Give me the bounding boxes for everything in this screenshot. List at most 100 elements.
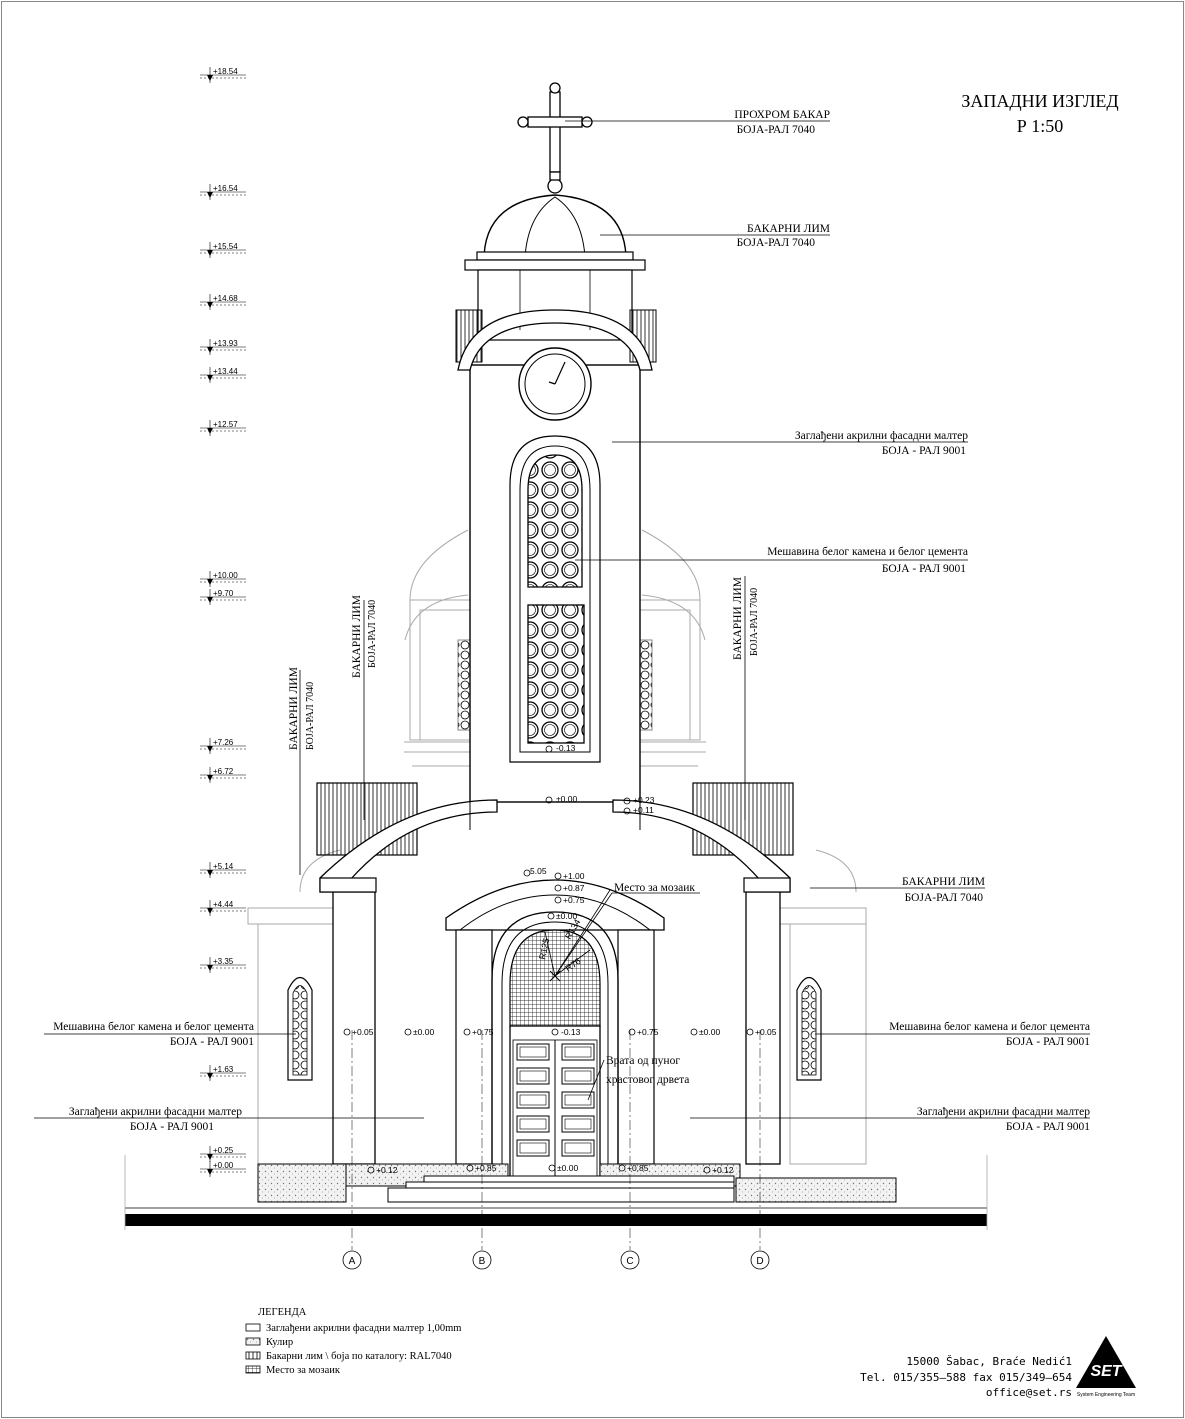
logo-text: SET <box>1090 1363 1122 1380</box>
axis-label: B <box>479 1256 486 1267</box>
company-email: office@set.rs <box>986 1386 1072 1399</box>
side-window-right <box>796 976 822 1081</box>
level-marker: +0.25 <box>200 1146 246 1162</box>
callout-door-2: храстовог дрвета <box>606 1074 689 1086</box>
level-marker: +16.54 <box>200 184 246 200</box>
door-panel <box>516 1067 550 1085</box>
level-marker: +13.44 <box>200 367 246 383</box>
level-value: +7.26 <box>213 738 234 747</box>
level-row-g: +0.05 <box>755 1027 777 1037</box>
door-panel <box>561 1091 595 1109</box>
level-value: +3.35 <box>213 957 234 966</box>
level-value: +16.54 <box>213 184 238 193</box>
level-base-a: +0.12 <box>376 1165 398 1175</box>
mosaic-tympanum <box>509 929 601 1027</box>
callout-right-plaster-2: БОЈА - РАЛ 9001 <box>1006 1121 1090 1133</box>
level-marker: +14.68 <box>200 294 246 310</box>
drawing-title: ЗАПАДНИ ИЗГЛЕД <box>961 91 1118 111</box>
level-value: +12.57 <box>213 420 238 429</box>
level-marker: +9.70 <box>200 589 246 605</box>
level-value: +6.72 <box>213 767 234 776</box>
level-row-c: +0.75 <box>472 1027 494 1037</box>
level-row-f: ±0.00 <box>699 1027 720 1037</box>
legend-swatch-kulir <box>245 1337 261 1346</box>
callout-tower-stone-2: БОЈА - РАЛ 9001 <box>882 563 966 575</box>
callout-roof-right-2: БОЈА-РАЛ 7040 <box>905 892 984 904</box>
level-marker: +3.35 <box>200 957 246 973</box>
door-panel-inner <box>519 1094 547 1106</box>
door-panels <box>516 1043 595 1157</box>
level-p000: ±0.00 <box>556 911 577 921</box>
legend-item-plaster: Заглађени акрилни фасадни малтер 1,00mm <box>266 1323 461 1334</box>
callout-texts: ПРОХРОМ БАКАР БОЈА-РАЛ 7040 БАКАРНИ ЛИМ … <box>53 109 1090 1133</box>
callout-dome-1: БАКАРНИ ЛИМ <box>747 223 830 235</box>
drawing-scale: Р 1:50 <box>1017 116 1064 136</box>
company-address: 15000 Šabac, Braće Nedić1 <box>906 1355 1072 1368</box>
callout-vertical-right-b: БОЈА-РАЛ 7040 <box>749 588 760 656</box>
door-panel-inner <box>564 1094 592 1106</box>
level-base-e: +0.12 <box>712 1165 734 1175</box>
door-panel <box>516 1091 550 1109</box>
level-value: +0.00 <box>213 1161 234 1170</box>
dome <box>483 194 627 258</box>
level-value: +4.44 <box>213 900 234 909</box>
legend-item-copper: Бакарни лим \ боја по каталогу: RAL7040 <box>266 1351 452 1362</box>
door-panel <box>561 1043 595 1061</box>
callout-vertical-left2-a: БАКАРНИ ЛИМ <box>351 595 363 678</box>
side-window-left <box>287 976 313 1081</box>
callout-vertical-right-a: БАКАРНИ ЛИМ <box>732 577 744 660</box>
level-value: +13.93 <box>213 339 238 348</box>
level-r011: +0.11 <box>633 805 654 815</box>
callout-tower-plaster-2: БОЈА - РАЛ 9001 <box>882 445 966 457</box>
axis-C: C <box>620 1030 640 1270</box>
company-logo: SET System Engineering Team <box>1076 1336 1136 1398</box>
callout-right-stone-1: Мешавина белог камена и белог цемента <box>889 1021 1090 1033</box>
level-row-b: ±0.00 <box>413 1027 434 1037</box>
level-marker: +5.14 <box>200 862 246 878</box>
door-panel-inner <box>519 1142 547 1154</box>
level-row-a: +0.05 <box>352 1027 374 1037</box>
callout-tower-plaster-1: Заглађени акрилни фасадни малтер <box>795 430 968 442</box>
level-p075: +0.75 <box>563 895 585 905</box>
door-panel-inner <box>519 1070 547 1082</box>
level-r023: +0.23 <box>633 795 655 805</box>
level-row-e: +0.75 <box>637 1027 659 1037</box>
door-panel-inner <box>564 1046 592 1058</box>
level-marker: +6.72 <box>200 767 246 783</box>
callout-right-plaster-1: Заглађени акрилни фасадни малтер <box>917 1106 1090 1118</box>
level-p505: 5.05 <box>530 866 547 876</box>
callout-vertical-left1-a: БАКАРНИ ЛИМ <box>288 667 300 750</box>
tower-window-lower <box>527 604 585 744</box>
bell-tower <box>455 82 657 803</box>
callout-dome-2: БОЈА-РАЛ 7040 <box>737 237 816 249</box>
callout-tower-stone-1: Мешавина белог камена и белог цемента <box>767 546 968 558</box>
level-tower-window: -0.13 <box>556 743 576 753</box>
door-panel-inner <box>519 1118 547 1130</box>
legend-swatch-copper <box>245 1351 261 1360</box>
company-phone: Tel. 015/355–588 fax 015/349–654 <box>860 1371 1072 1384</box>
portal-pediment <box>445 879 665 931</box>
callout-cross-2: БОЈА-РАЛ 7040 <box>737 124 816 136</box>
door-panel-inner <box>564 1118 592 1130</box>
axis-label: A <box>349 1256 356 1267</box>
level-p087: +0.87 <box>563 883 585 893</box>
axis-B: B <box>472 1030 492 1270</box>
level-value: +10.00 <box>213 571 238 580</box>
axis-A: A <box>342 1030 362 1270</box>
level-tower-base: ±0.00 <box>556 794 577 804</box>
drum-window-right <box>639 639 653 731</box>
level-base-c: ±0.00 <box>557 1163 578 1173</box>
axis-D: D <box>750 1030 770 1270</box>
level-marker: +1.63 <box>200 1065 246 1081</box>
level-marker: +12.57 <box>200 420 246 436</box>
callout-left-stone-1: Мешавина белог камена и белог цемента <box>53 1021 254 1033</box>
door-panel <box>561 1139 595 1157</box>
axis-label: D <box>756 1256 763 1267</box>
company-block: 15000 Šabac, Braće Nedić1 Tel. 015/355–5… <box>860 1336 1136 1399</box>
legend-item-mosaic: Место за мозаик <box>266 1365 341 1376</box>
door-panel-inner <box>564 1070 592 1082</box>
level-marker: +18.54 <box>200 67 246 83</box>
level-base-d: +0.85 <box>627 1163 649 1173</box>
